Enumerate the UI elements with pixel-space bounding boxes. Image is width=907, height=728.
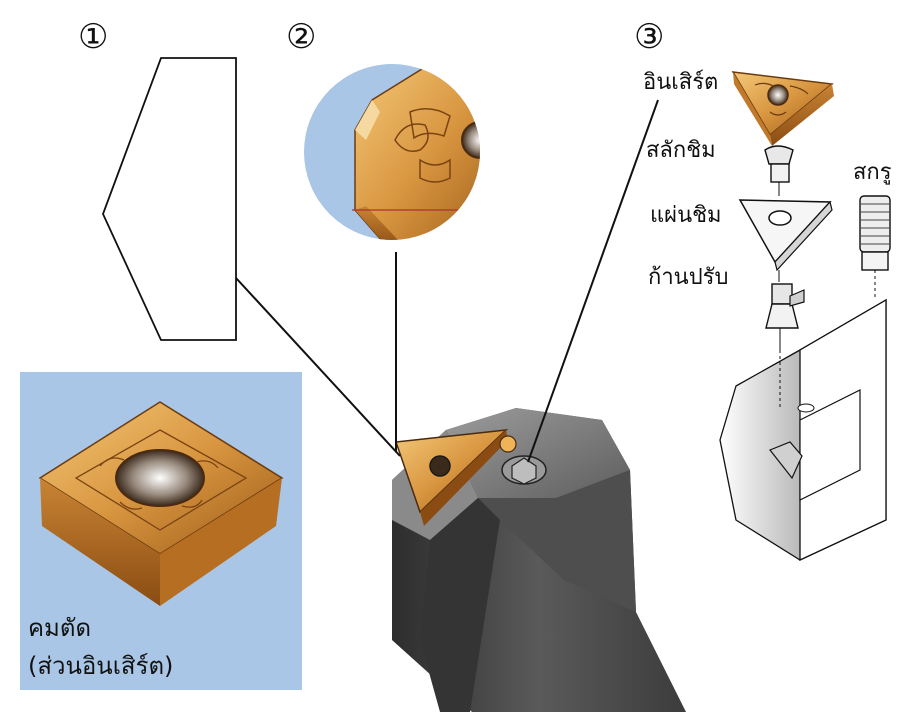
zoom-circle bbox=[304, 64, 480, 240]
marker-two: ② bbox=[286, 17, 317, 57]
label-edge-line2: (ส่วนอินเสิร์ต) bbox=[28, 652, 174, 680]
tool-holder bbox=[392, 408, 686, 712]
label-edge-line1: คมตัด bbox=[28, 614, 92, 642]
marker-three: ③ bbox=[634, 17, 665, 57]
exploded-pin bbox=[764, 145, 794, 196]
insert-photo-panel bbox=[20, 372, 302, 690]
leader-lines bbox=[235, 99, 659, 463]
exploded-screw bbox=[859, 195, 891, 300]
marker-one: ① bbox=[78, 17, 109, 57]
label-shim: แผ่นชิม bbox=[650, 203, 722, 228]
label-screw: สกรู bbox=[853, 160, 892, 185]
label-insert: อินเสิร์ต bbox=[643, 70, 719, 95]
exploded-insert bbox=[731, 71, 834, 146]
profile-outline bbox=[102, 57, 237, 341]
holder-section bbox=[719, 298, 887, 562]
label-lever: ก้านปรับ bbox=[648, 265, 729, 290]
exploded-shim bbox=[738, 199, 833, 282]
label-pin: สลักชิม bbox=[646, 138, 716, 163]
exploded-lever bbox=[765, 283, 805, 350]
